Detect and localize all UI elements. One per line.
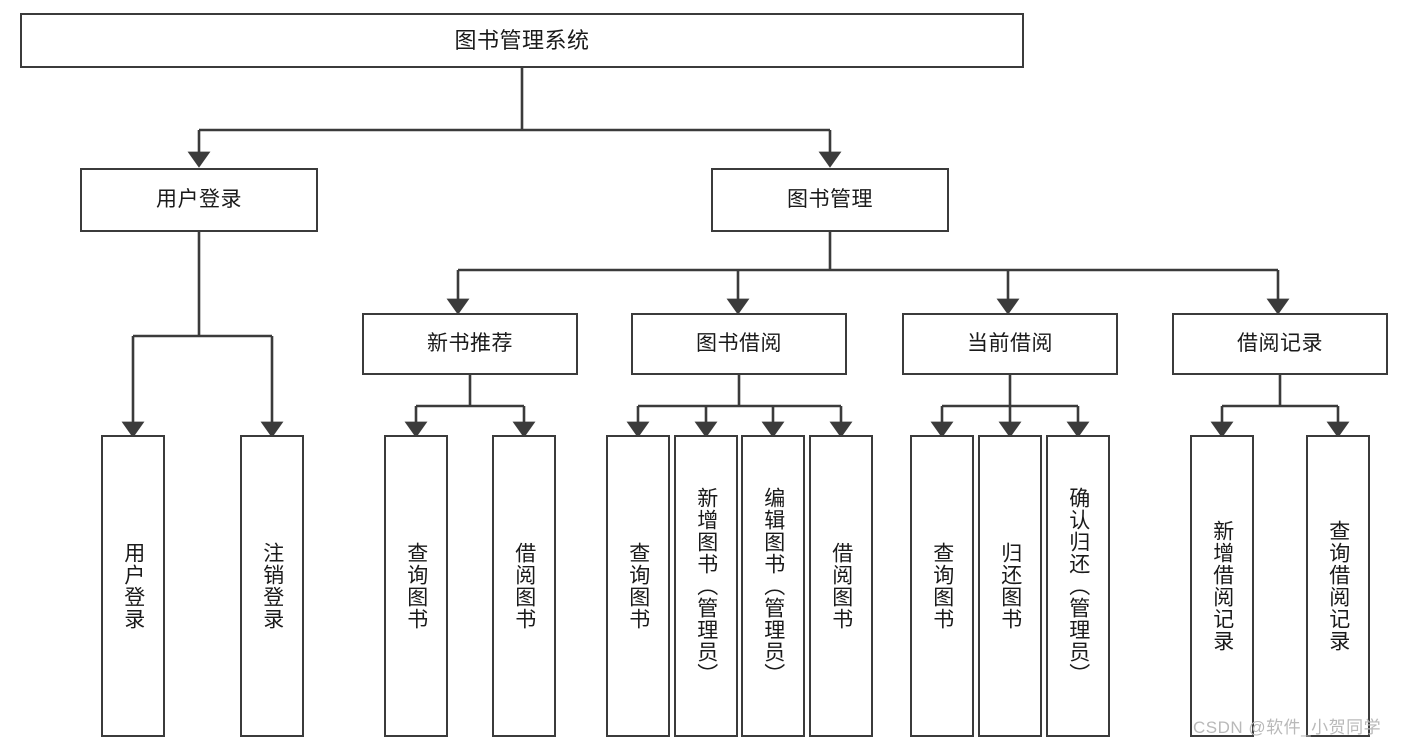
node-leaf-query-book-1[interactable]: 查询图书: [384, 435, 448, 737]
node-leaf-return-book[interactable]: 归还图书: [978, 435, 1042, 737]
node-leaf-borrow-book-2[interactable]: 借阅图书: [809, 435, 873, 737]
node-label: 新书推荐: [427, 331, 513, 355]
node-borrow-record[interactable]: 借阅记录: [1172, 313, 1388, 375]
node-label: 新增借阅记录: [1210, 520, 1234, 652]
node-label: 借阅图书: [829, 542, 853, 630]
node-leaf-borrow-book-1[interactable]: 借阅图书: [492, 435, 556, 737]
node-book-management[interactable]: 图书管理: [711, 168, 949, 232]
node-book-borrow[interactable]: 图书借阅: [631, 313, 847, 375]
node-user-login[interactable]: 用户登录: [80, 168, 318, 232]
node-label: 查询图书: [626, 542, 650, 630]
node-label: 归还图书: [998, 542, 1022, 630]
node-label: 查询图书: [930, 542, 954, 630]
node-leaf-add-record[interactable]: 新增借阅记录: [1190, 435, 1254, 737]
node-label: 查询借阅记录: [1326, 520, 1350, 652]
node-leaf-query-book-3[interactable]: 查询图书: [910, 435, 974, 737]
node-label: 借阅记录: [1237, 331, 1323, 355]
node-leaf-user-login[interactable]: 用户登录: [101, 435, 165, 737]
node-label: 新增图书（管理员）: [694, 487, 718, 685]
node-label: 图书管理: [787, 187, 873, 211]
node-leaf-query-record[interactable]: 查询借阅记录: [1306, 435, 1370, 737]
node-label: 用户登录: [156, 187, 242, 211]
node-label: 当前借阅: [967, 331, 1053, 355]
node-leaf-logout-login[interactable]: 注销登录: [240, 435, 304, 737]
node-leaf-confirm-return[interactable]: 确认归还（管理员）: [1046, 435, 1110, 737]
csdn-watermark: CSDN @软件_小贺同学: [1193, 718, 1382, 737]
node-label: 查询图书: [404, 542, 428, 630]
node-label: 注销登录: [260, 542, 284, 630]
node-label: 借阅图书: [512, 542, 536, 630]
node-label: 用户登录: [121, 542, 145, 630]
node-label: 图书管理系统: [454, 27, 590, 53]
node-current-borrow[interactable]: 当前借阅: [902, 313, 1118, 375]
node-label: 图书借阅: [696, 331, 782, 355]
node-root-system[interactable]: 图书管理系统: [20, 13, 1024, 68]
node-label: 确认归还（管理员）: [1066, 487, 1090, 685]
node-new-book-recommend[interactable]: 新书推荐: [362, 313, 578, 375]
node-label: 编辑图书（管理员）: [761, 487, 785, 685]
node-leaf-edit-book[interactable]: 编辑图书（管理员）: [741, 435, 805, 737]
node-leaf-add-book[interactable]: 新增图书（管理员）: [674, 435, 738, 737]
node-leaf-query-book-2[interactable]: 查询图书: [606, 435, 670, 737]
